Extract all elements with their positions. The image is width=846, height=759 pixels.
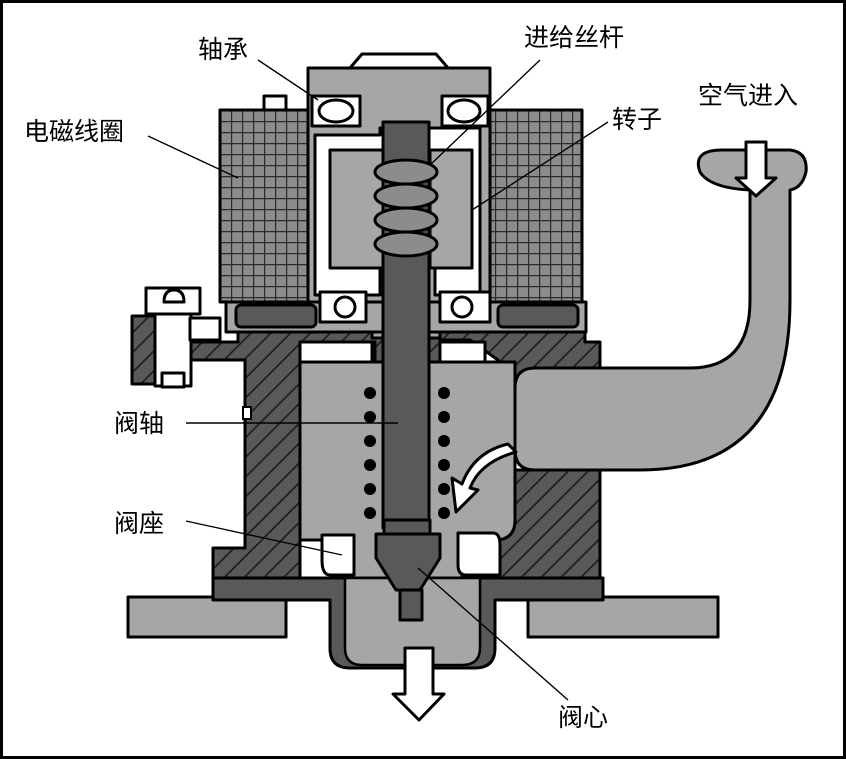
right-gap — [438, 340, 487, 364]
lead-screw-leader — [429, 59, 541, 166]
label-air-in: 空气进入 — [698, 81, 798, 110]
inlet-arrow — [734, 140, 778, 198]
return-spring — [364, 387, 450, 519]
right-pole-shoe — [496, 303, 580, 329]
label-bearing: 轴承 — [198, 35, 248, 64]
lead-screw-thread — [373, 158, 439, 258]
bolt-head-dome — [162, 288, 186, 304]
airflow-arrow — [450, 442, 518, 514]
left-coil — [218, 108, 310, 304]
label-lead-screw: 进给丝杆 — [524, 23, 624, 52]
bearing-leader — [257, 59, 319, 101]
upper-right-ball — [446, 98, 482, 124]
left-gap — [298, 340, 374, 364]
lower-right-ball — [450, 295, 474, 319]
small-tab — [262, 94, 288, 112]
right-coil — [488, 108, 584, 304]
valve-seat-right — [456, 531, 502, 577]
valve-core-tip — [398, 588, 424, 622]
bolt-washer — [188, 316, 222, 342]
upper-left-ball — [317, 98, 355, 124]
label-valve-core: 阀心 — [558, 703, 608, 732]
lower-left-ball — [333, 295, 357, 319]
valve-seat-left — [320, 533, 356, 577]
rotor-leader — [471, 121, 609, 211]
valve-seat-leader — [185, 520, 343, 556]
left-flange-plate — [126, 595, 288, 639]
air-inlet-pipe — [513, 148, 808, 472]
pintle-collar — [382, 518, 432, 536]
small-port — [242, 406, 252, 420]
outlet-arrow — [391, 646, 446, 722]
left-pole-shoe — [234, 303, 318, 329]
label-rotor: 转子 — [612, 105, 662, 134]
coil-leader — [147, 135, 239, 179]
bolt-tip — [160, 371, 186, 389]
label-coil: 电磁线圈 — [24, 117, 124, 146]
valve-core-leader — [417, 567, 569, 701]
top-cap — [348, 52, 450, 70]
label-valve-shaft: 阀轴 — [114, 409, 164, 438]
right-flange-plate — [526, 595, 720, 639]
label-valve-seat: 阀座 — [114, 509, 164, 538]
